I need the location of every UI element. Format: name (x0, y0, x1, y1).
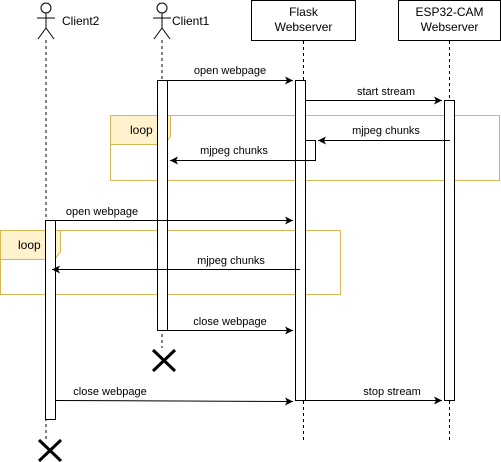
actor-client1: Client1 (153, 2, 210, 40)
activation-flask (295, 80, 306, 401)
svg-text:stop stream: stop stream (363, 386, 420, 398)
loop-label-1: loop (130, 123, 153, 137)
svg-text:open webpage: open webpage (66, 206, 138, 218)
stick-figure-icon (153, 2, 171, 40)
activation-esp32 (444, 100, 455, 401)
actor-client2: Client2 (37, 2, 100, 40)
destroy-icon (37, 438, 63, 462)
message-mjpeg-chunks-flask-to-client2: mjpeg chunks (52, 255, 300, 274)
participant-esp32: ESP32-CAM Webserver (398, 0, 501, 41)
message-close-webpage-client1: close webpage (167, 316, 293, 335)
message-stop-stream: stop stream (305, 386, 442, 405)
message-mjpeg-chunks-flask-to-client1: mjpeg chunks (170, 145, 315, 165)
message-start-stream: start stream (305, 86, 442, 105)
participant-client1-label: Client1 (172, 14, 210, 28)
svg-text:start stream: start stream (357, 86, 415, 98)
svg-text:close webpage: close webpage (73, 386, 146, 398)
message-open-webpage-client2: open webpage (55, 206, 293, 225)
destroy-icon (151, 348, 177, 373)
participant-flask-line2: Webserver (275, 20, 333, 34)
participant-flask-line1: Flask (289, 5, 319, 19)
participant-flask: Flask Webserver (251, 0, 356, 41)
message-close-webpage-client2: close webpage (54, 386, 294, 406)
svg-text:close webpage: close webpage (193, 316, 266, 328)
message-mjpeg-chunks-esp-to-flask: mjpeg chunks (318, 125, 450, 145)
message-open-webpage-client1: open webpage (167, 65, 293, 85)
svg-text:mjpeg chunks: mjpeg chunks (200, 145, 268, 157)
svg-text:mjpeg chunks: mjpeg chunks (197, 255, 265, 267)
activation-client1 (157, 80, 168, 331)
participant-client2-label: Client2 (62, 14, 100, 28)
stick-figure-icon (37, 2, 55, 40)
participant-esp32-line1: ESP32-CAM (415, 5, 483, 19)
participant-esp32-line2: Webserver (421, 20, 479, 34)
svg-text:mjpeg chunks: mjpeg chunks (352, 125, 420, 137)
loop-label-2: loop (18, 238, 41, 252)
svg-text:open webpage: open webpage (194, 65, 266, 77)
activation-client2 (45, 220, 56, 420)
activation-flask-nested (305, 140, 316, 161)
